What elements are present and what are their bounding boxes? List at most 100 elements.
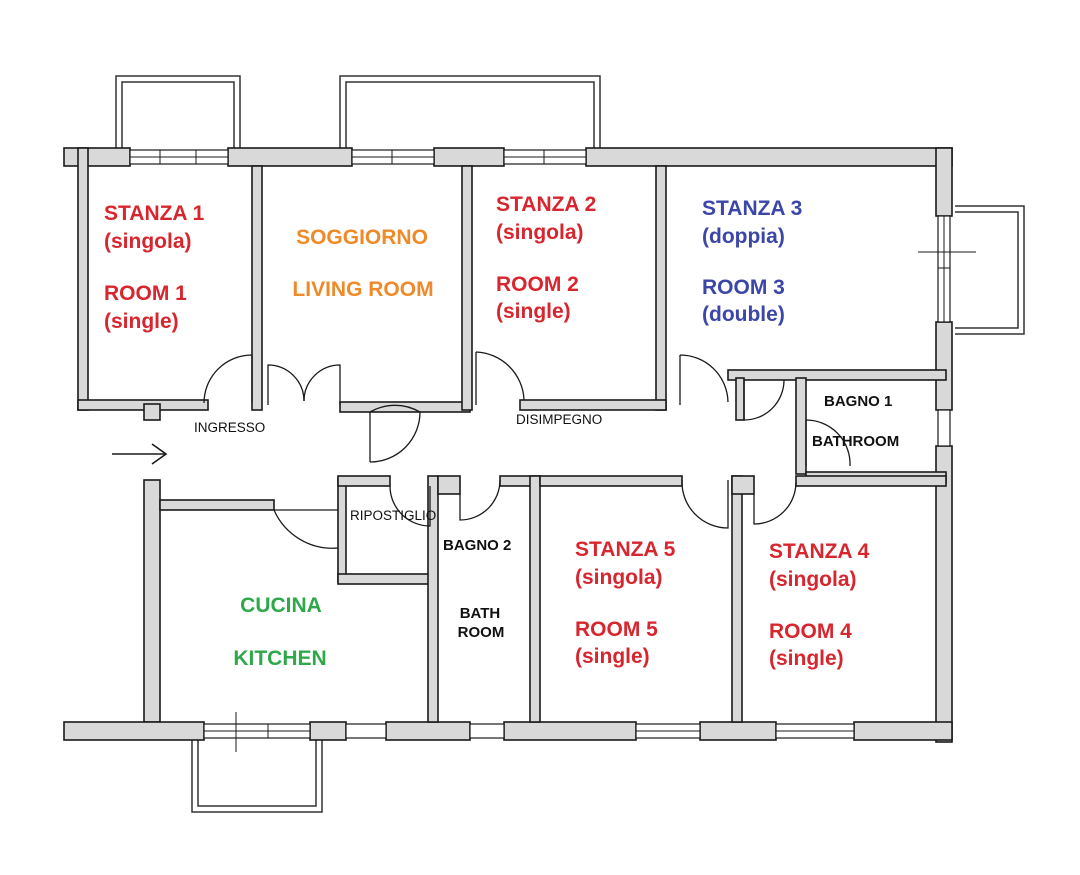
- wall-bagno2-top-stub: [437, 475, 461, 495]
- wall-bagno1-left: [735, 377, 745, 421]
- stanza1-it-name: STANZA 1: [104, 202, 205, 225]
- wall-right-1: [935, 147, 953, 217]
- cucina-it-name: CUCINA: [240, 594, 322, 617]
- wall-top-2: [227, 147, 353, 167]
- wall-right-3: [935, 445, 953, 743]
- room-stanza-1: STANZA 1 (singola) ROOM 1 (single): [104, 202, 205, 333]
- stanza2-en-name: ROOM 2: [496, 273, 579, 296]
- soggiorno-it-name: SOGGIORNO: [296, 226, 428, 249]
- stanza1-en-type: (single): [104, 310, 179, 333]
- door-ripostiglio: [389, 485, 431, 527]
- wall-stanza5-stanza4-stub: [731, 475, 755, 495]
- wall-bottom-2: [309, 721, 347, 741]
- wall-top-4: [585, 147, 953, 167]
- room-stanza-4: STANZA 4 (singola) ROOM 4 (single): [769, 540, 870, 670]
- balcony-right: [955, 205, 1025, 335]
- door-stanza2: [475, 351, 525, 405]
- stanza2-it-name: STANZA 2: [496, 193, 596, 216]
- window-bagno2: [345, 723, 387, 739]
- stanza5-it-type: (singola): [575, 566, 663, 589]
- doors: [203, 351, 851, 549]
- wall-left-upper: [77, 147, 89, 411]
- room-stanza-3: STANZA 3 (doppia) ROOM 3 (double): [702, 197, 802, 326]
- stanza5-en-name: ROOM 5: [575, 618, 658, 641]
- window-bagno1: [937, 409, 951, 447]
- wall-bottom-1: [63, 721, 205, 741]
- bagno2-en-line2: ROOM: [458, 624, 505, 641]
- stanza4-it-type: (singola): [769, 568, 857, 591]
- wall-bottom-4: [503, 721, 637, 741]
- door-bagno2: [459, 479, 501, 521]
- room-stanza-5: STANZA 5 (singola) ROOM 5 (single): [575, 538, 676, 668]
- wall-stanza2-stanza3: [655, 165, 667, 411]
- stanza4-en-type: (single): [769, 647, 844, 670]
- wall-stanza5-stanza4: [731, 475, 743, 723]
- door-bagno1: [805, 419, 851, 467]
- bagno1-it-name: BAGNO 1: [824, 393, 892, 410]
- door-kitchen: [273, 509, 339, 549]
- door-ripostiglio-hinge: [369, 404, 421, 463]
- wall-top-3: [433, 147, 505, 167]
- wall-stanza3-bottom: [727, 369, 947, 381]
- room-soggiorno: SOGGIORNO LIVING ROOM: [292, 226, 433, 301]
- door-stanza4: [753, 481, 797, 525]
- wall-bagno2-stanza5: [529, 475, 541, 723]
- door-stanza1: [203, 354, 253, 404]
- window-bath-room: [469, 723, 505, 739]
- area-disimpegno: DISIMPEGNO: [516, 412, 602, 427]
- wall-stanza2-bottom: [519, 399, 667, 411]
- wall-bottom-3: [385, 721, 471, 741]
- wall-bottom-5: [699, 721, 777, 741]
- stanza4-it-name: STANZA 4: [769, 540, 870, 563]
- door-soggiorno-right: [303, 364, 341, 405]
- stanza5-en-type: (single): [575, 645, 650, 668]
- wall-kitchen-bagno2: [427, 475, 439, 723]
- room-stanza-2: STANZA 2 (singola) ROOM 2 (single): [496, 193, 596, 323]
- wall-ripostiglio-top: [337, 475, 391, 487]
- wall-right-2: [935, 321, 953, 411]
- stanza3-en-type: (double): [702, 303, 785, 326]
- window-mullions: [130, 150, 976, 752]
- balcony-top-center: [339, 75, 601, 148]
- stanza5-it-name: STANZA 5: [575, 538, 676, 561]
- balcony-bottom: [191, 740, 323, 813]
- balconies: [115, 75, 1025, 813]
- room-bagno-2: BAGNO 2 BATH ROOM: [443, 537, 511, 641]
- room-bagno-1: BAGNO 1 BATHROOM: [812, 393, 899, 450]
- wall-stanza5-top: [539, 475, 683, 487]
- door-soggiorno-left: [267, 364, 305, 405]
- wall-top-1: [63, 147, 131, 167]
- door-stanza5: [681, 479, 729, 529]
- bagno1-en-name: BATHROOM: [812, 433, 899, 450]
- wall-stub-left: [143, 403, 161, 421]
- bagno2-en-line1: BATH: [460, 605, 501, 622]
- wall-bagno1-inner: [795, 377, 807, 475]
- wall-left-lower: [143, 479, 161, 723]
- bagno2-it-name: BAGNO 2: [443, 537, 511, 554]
- room-cucina: CUCINA KITCHEN: [233, 594, 326, 670]
- soggiorno-en-name: LIVING ROOM: [292, 278, 433, 301]
- wall-bottom-6: [853, 721, 953, 741]
- entrance-arrow-icon: [112, 443, 168, 465]
- door-bagno1-entry: [743, 379, 785, 421]
- wall-ripostiglio-bottom: [337, 573, 435, 585]
- wall-left-return: [77, 399, 209, 411]
- stanza1-it-type: (singola): [104, 230, 192, 253]
- stanza4-en-name: ROOM 4: [769, 620, 852, 643]
- room-ripostiglio: RIPOSTIGLIO: [350, 508, 436, 523]
- stanza2-it-type: (singola): [496, 221, 584, 244]
- wall-ripostiglio-left: [337, 477, 347, 583]
- balcony-top-left: [115, 75, 241, 148]
- cucina-en-name: KITCHEN: [233, 647, 326, 670]
- door-stanza3: [679, 354, 729, 405]
- stanza3-it-name: STANZA 3: [702, 197, 802, 220]
- wall-soggiorno-bottom: [339, 401, 471, 413]
- wall-soggiorno-stanza2: [461, 165, 473, 411]
- stanza3-en-name: ROOM 3: [702, 276, 785, 299]
- wall-stanza4-top: [795, 475, 947, 487]
- stanza3-it-type: (doppia): [702, 225, 785, 248]
- area-ingresso: INGRESSO: [194, 420, 265, 435]
- wall-kitchen-top: [159, 499, 275, 511]
- stanza1-en-name: ROOM 1: [104, 282, 187, 305]
